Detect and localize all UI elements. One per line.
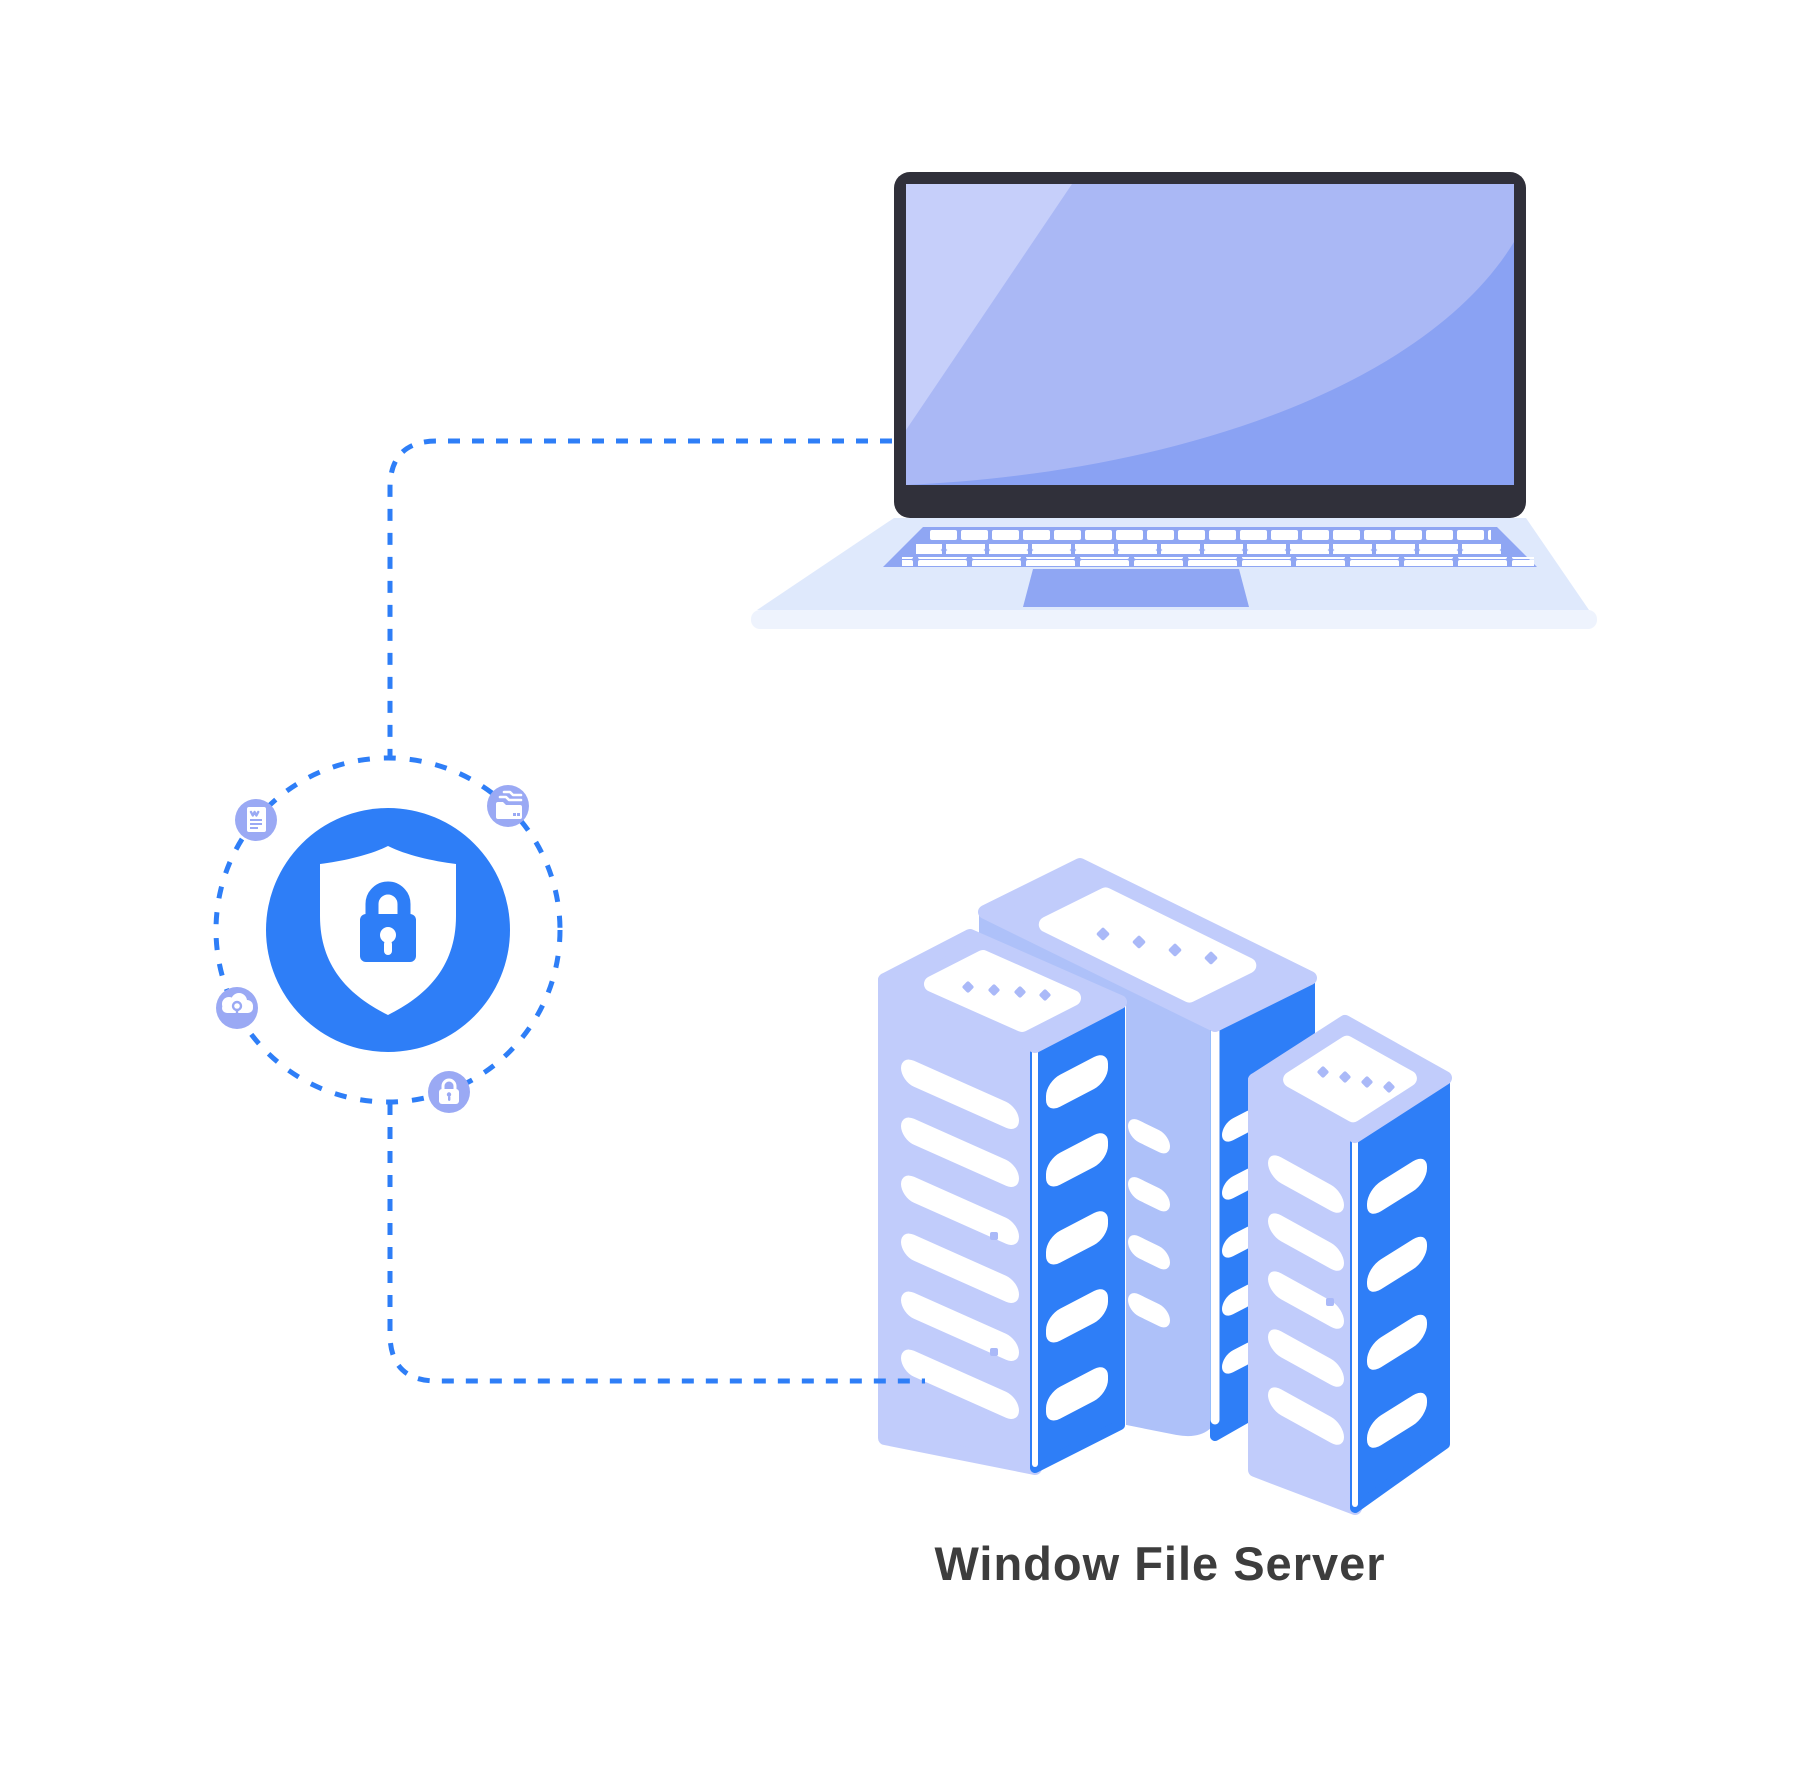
server-top-panel [1038, 887, 1257, 1003]
server-tower-right [1248, 1015, 1452, 1515]
server-status-lights [962, 981, 1051, 1001]
server-status-lights [1096, 927, 1218, 965]
keyboard-row-1 [930, 530, 1491, 540]
laptop-trackpad [1023, 569, 1249, 607]
screen-glare [906, 184, 1072, 430]
server-tower-left [878, 929, 1127, 1475]
server-rack-illustration [878, 858, 1452, 1515]
security-shield-icon [266, 808, 510, 1052]
document-icon [235, 799, 277, 841]
security-ring [213, 755, 563, 1105]
lock-badge-icon [428, 1071, 470, 1113]
server-caption: Window File Server [934, 1537, 1386, 1590]
laptop-screen [906, 184, 1514, 485]
lock-icon [360, 881, 416, 962]
server-status-lights [1317, 1066, 1395, 1093]
cloud-key-icon [216, 987, 258, 1029]
keyboard-row-3 [902, 557, 1534, 566]
keyboard-row-2 [916, 544, 1505, 554]
dashed-connector [387, 438, 925, 1384]
screen-shade [906, 242, 1514, 485]
laptop-illustration [751, 172, 1597, 629]
folders-icon [487, 785, 529, 827]
laptop-base-lip [751, 610, 1597, 629]
